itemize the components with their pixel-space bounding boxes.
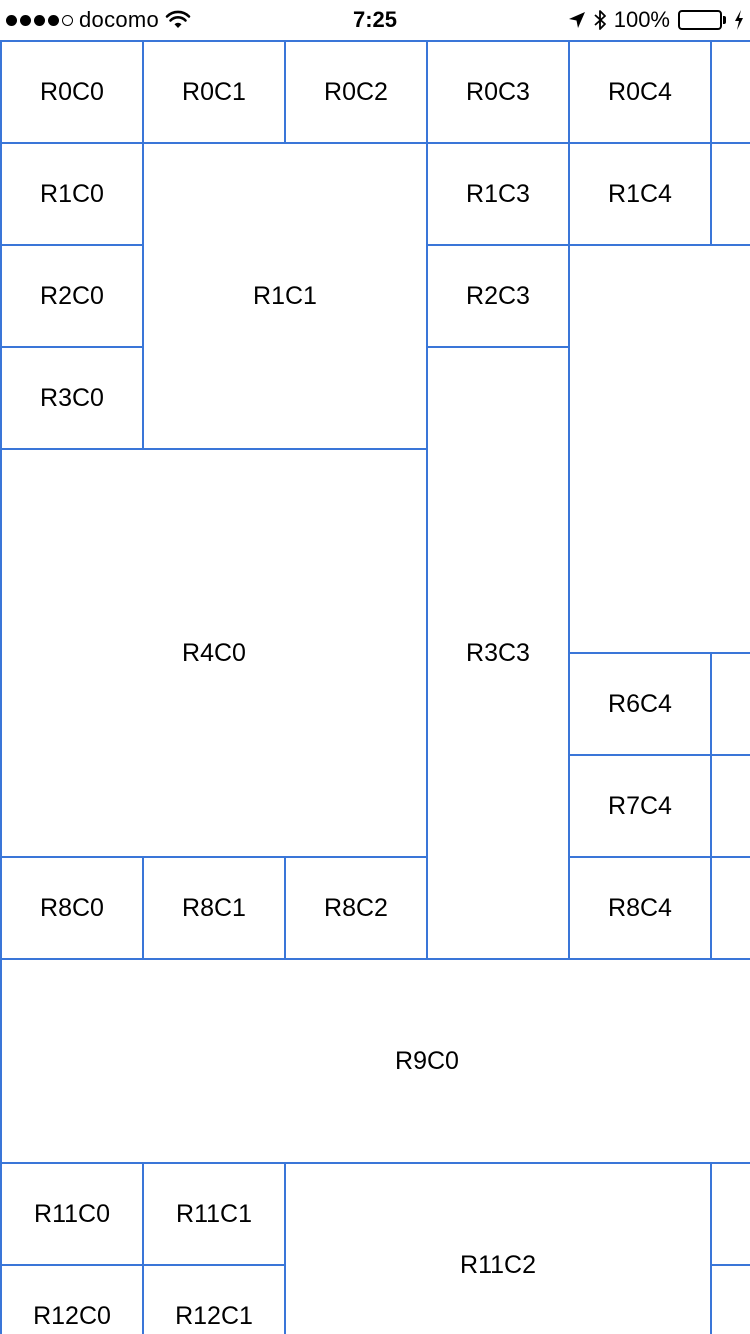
- location-arrow-icon: [568, 12, 585, 28]
- grid-cell-r1c5[interactable]: [710, 142, 750, 246]
- grid-cell-r6c5[interactable]: [710, 652, 750, 756]
- grid-cell-r9c0[interactable]: R9C0: [0, 958, 750, 1164]
- grid-cell-r11c5[interactable]: [710, 1162, 750, 1266]
- grid-cell-r7c4[interactable]: R7C4: [568, 754, 712, 858]
- grid-cell-r8c0[interactable]: R8C0: [0, 856, 144, 960]
- grid-cell-r0c4[interactable]: R0C4: [568, 40, 712, 144]
- grid-cell-r11c2[interactable]: R11C2: [284, 1162, 712, 1334]
- grid-cell-r12c1[interactable]: R12C1: [142, 1264, 286, 1334]
- grid-cell-r3c0[interactable]: R3C0: [0, 346, 144, 450]
- grid-view[interactable]: R0C0 R0C1 R0C2 R0C3 R0C4 R1C0 R1C1 R1C3 …: [0, 40, 750, 1334]
- battery-icon: [678, 10, 722, 30]
- grid-cell-r8c4[interactable]: R8C4: [568, 856, 712, 960]
- grid-cell-r0c0[interactable]: R0C0: [0, 40, 144, 144]
- grid-cell-r4c0[interactable]: R4C0: [0, 448, 428, 858]
- grid-cell-r1c1[interactable]: R1C1: [142, 142, 428, 450]
- bluetooth-icon: [594, 10, 606, 30]
- signal-dots-icon: [6, 14, 73, 26]
- grid-cell-r8c5[interactable]: [710, 856, 750, 960]
- grid-cell-r7c5[interactable]: [710, 754, 750, 858]
- grid-cell-r6c4[interactable]: R6C4: [568, 652, 712, 756]
- carrier-name: docomo: [79, 7, 160, 32]
- status-bar: docomo 7:25 100%: [0, 0, 750, 40]
- grid-cell-r2c3[interactable]: R2C3: [426, 244, 570, 348]
- grid-cell-r3c3[interactable]: R3C3: [426, 346, 570, 960]
- grid-cell-r1c4[interactable]: R1C4: [568, 142, 712, 246]
- grid-cell-r0c2[interactable]: R0C2: [284, 40, 428, 144]
- wifi-icon: [165, 10, 191, 28]
- battery-percent: 100%: [613, 7, 670, 32]
- grid-cell-r0c1[interactable]: R0C1: [142, 40, 286, 144]
- grid-cell-r2c0[interactable]: R2C0: [0, 244, 144, 348]
- grid-cell-r12c0[interactable]: R12C0: [0, 1264, 144, 1334]
- grid-cell-r8c2[interactable]: R8C2: [284, 856, 428, 960]
- status-left: docomo: [6, 0, 191, 40]
- status-right: 100%: [568, 0, 744, 40]
- grid-cell-r1c3[interactable]: R1C3: [426, 142, 570, 246]
- grid-cell-r0c5[interactable]: [710, 40, 750, 144]
- grid-cell-r11c1[interactable]: R11C1: [142, 1162, 286, 1266]
- grid-cell-r11c0[interactable]: R11C0: [0, 1162, 144, 1266]
- grid-cell-r8c1[interactable]: R8C1: [142, 856, 286, 960]
- grid-cell-r0c3[interactable]: R0C3: [426, 40, 570, 144]
- charging-bolt-icon: [735, 10, 743, 30]
- grid-cell-r2c4[interactable]: [568, 244, 750, 654]
- grid-cell-r1c0[interactable]: R1C0: [0, 142, 144, 246]
- grid-cell-r12c5[interactable]: [710, 1264, 750, 1334]
